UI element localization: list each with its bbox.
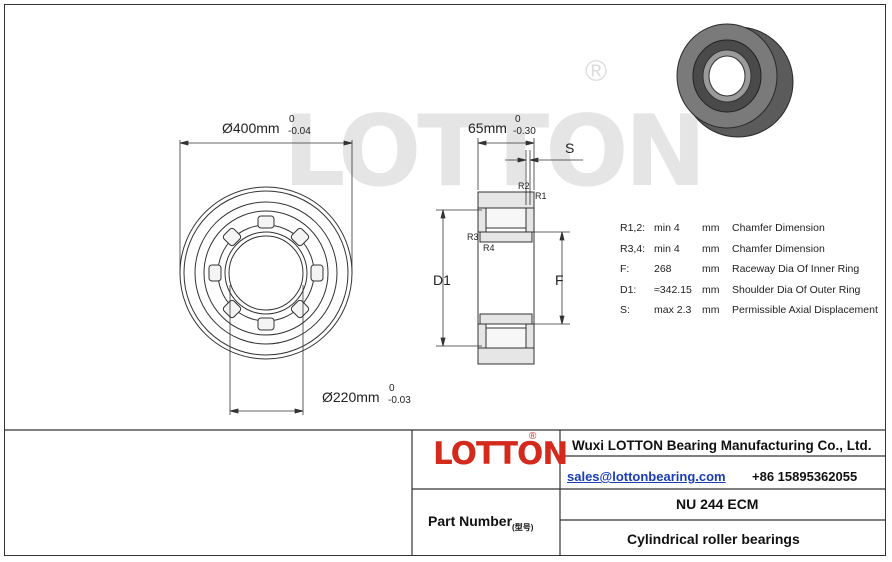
d1-dimension [436, 209, 482, 347]
spec-value: min 4 [654, 222, 680, 234]
width-label: 65mm [468, 120, 507, 136]
roller-bottom-section [485, 327, 527, 349]
r1-label: R1 [535, 191, 547, 201]
section-view [477, 191, 535, 365]
outer-rib-bottom-right [525, 323, 535, 349]
outer-rib-bottom-left [477, 323, 487, 349]
bearing-3d-image [676, 23, 794, 138]
spec-value: max 2.3 [654, 304, 692, 316]
spec-description: Chamfer Dimension [732, 222, 825, 234]
width-lower-tolerance: -0.30 [513, 126, 536, 137]
email-link[interactable]: sales@lottonbearing.com [567, 469, 726, 484]
outer-diameter-dimension [179, 140, 353, 275]
inner-ring-bottom-section [479, 313, 533, 325]
company-logo: LOTTON [433, 436, 568, 472]
drawing-frame [4, 4, 886, 556]
inner-diameter-label: Ø220mm [322, 389, 380, 405]
axial-displacement-label: S [565, 140, 575, 156]
outer-ring-outer-edge [179, 186, 353, 360]
part-type: Cylindrical roller bearings [627, 531, 800, 547]
outer-ring-inner-edge [194, 201, 338, 345]
spec-unit: mm [702, 242, 720, 255]
outer-diameter-upper-tolerance: 0 [289, 114, 295, 125]
roller-top-section [485, 207, 527, 229]
spec-description: Shoulder Dia Of Outer Ring [732, 283, 861, 296]
spec-value: min 4 [654, 242, 680, 255]
spec-symbol: S: [620, 304, 630, 316]
part-number-label: Part Number(型号) [428, 513, 533, 533]
inner-ring-bore [228, 235, 304, 311]
spec-unit: mm [702, 304, 720, 316]
inner-diameter-dimension [229, 285, 304, 415]
d1-label: D1 [433, 272, 451, 288]
inner-ring-bore-chamfer [224, 231, 308, 315]
spec-description: Permissible Axial Displacement [732, 304, 878, 316]
axial-displacement-dimension [505, 150, 583, 205]
spec-unit: mm [702, 283, 720, 296]
width-upper-tolerance: 0 [515, 114, 521, 125]
watermark-logo: LOTTON [283, 95, 707, 209]
company-name: Wuxi LOTTON Bearing Manufacturing Co., L… [572, 438, 872, 453]
inner-diameter-upper-tolerance: 0 [389, 383, 395, 394]
title-block-lines [4, 429, 886, 556]
r4-label: R4 [483, 243, 495, 253]
front-view [179, 186, 353, 360]
spec-symbol: R1,2: [620, 222, 646, 234]
spec-symbol: R3,4: [620, 242, 646, 255]
outer-ring-chamfer [183, 190, 349, 356]
spec-value: ≈342.15 [654, 283, 692, 296]
outer-rib-top-left [477, 207, 487, 233]
outer-diameter-label: Ø400mm [222, 120, 280, 136]
width-dimension [477, 138, 535, 190]
spec-symbol: F: [620, 263, 630, 275]
spec-symbol: D1: [620, 283, 637, 296]
outer-rib-top-right [525, 207, 535, 233]
spec-value: 268 [654, 263, 672, 275]
spec-description: Raceway Dia Of Inner Ring [732, 263, 860, 275]
roller-pitch-outer [203, 210, 329, 336]
part-number-value: NU 244 ECM [676, 496, 759, 512]
part-number-label-text: Part Number [428, 513, 513, 529]
phone-number: +86 15895362055 [752, 469, 858, 484]
r2-label: R2 [518, 181, 530, 191]
spec-description: Chamfer Dimension [732, 242, 825, 255]
f-dimension [532, 231, 570, 325]
r3-label: R3 [467, 232, 479, 242]
outer-ring-bottom-section [477, 347, 535, 365]
watermark-registered-mark: ® [585, 55, 608, 88]
logo-registered-mark: ® [529, 431, 537, 442]
part-number-label-sub: (型号) [512, 522, 534, 532]
inner-ring-top-section [479, 231, 533, 243]
f-label: F [555, 272, 564, 288]
spec-unit: mm [702, 222, 720, 234]
inner-diameter-lower-tolerance: -0.03 [388, 395, 411, 406]
outer-diameter-lower-tolerance: -0.04 [288, 126, 311, 137]
spec-unit: mm [702, 263, 720, 275]
roller-set [208, 215, 324, 331]
